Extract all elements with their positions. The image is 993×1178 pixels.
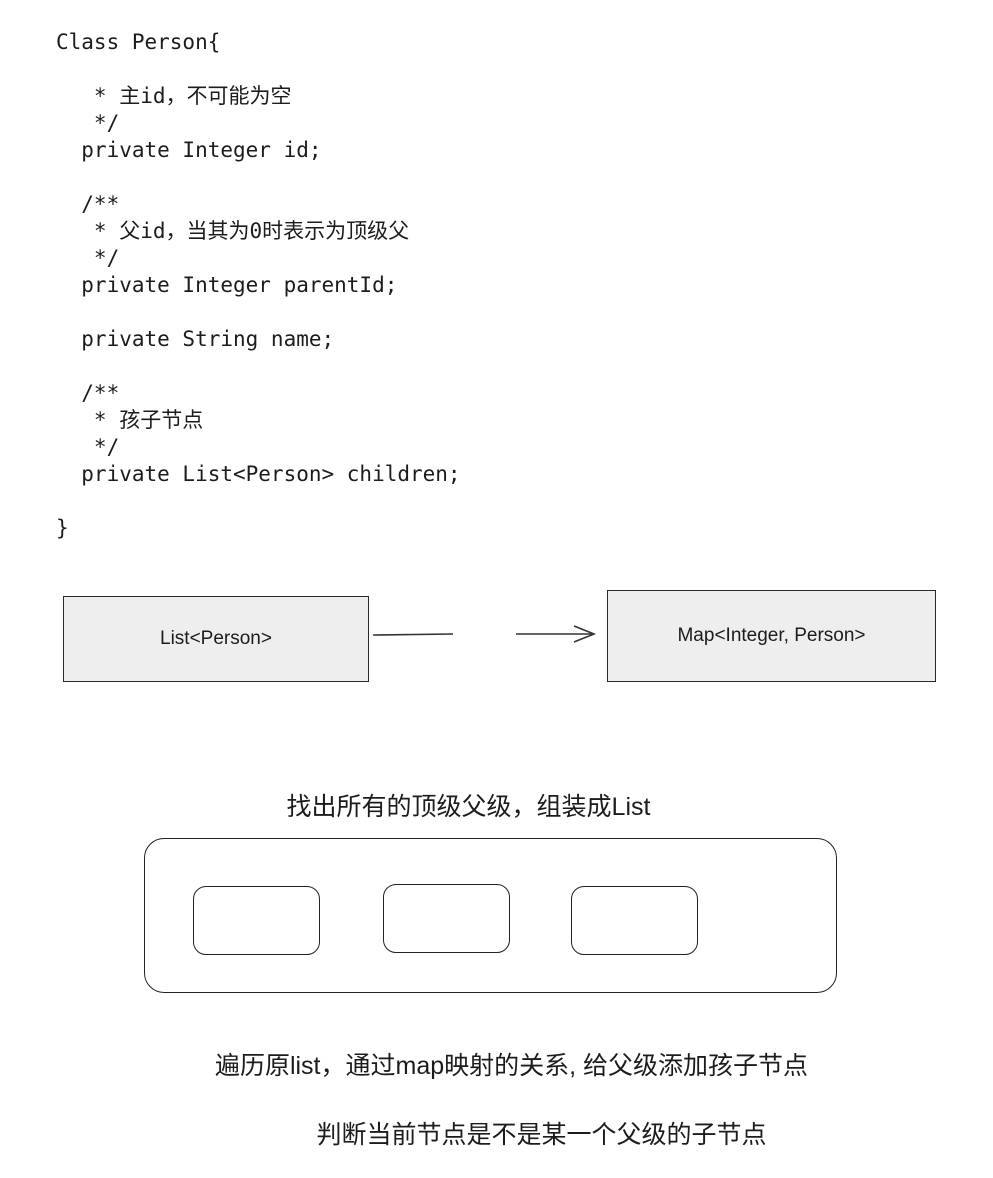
map-integer-person-label: Map<Integer, Person> bbox=[677, 625, 866, 646]
code-line: */ bbox=[56, 246, 120, 270]
connector-line-left bbox=[372, 633, 454, 636]
code-line: private Integer id; bbox=[56, 138, 322, 162]
top-parent-item bbox=[383, 884, 510, 953]
map-integer-person-box: Map<Integer, Person> bbox=[607, 590, 936, 682]
code-line: } bbox=[56, 516, 69, 540]
code-line: /** bbox=[56, 381, 120, 405]
top-parents-list-container bbox=[144, 838, 837, 993]
code-line: */ bbox=[56, 111, 120, 135]
arrowhead bbox=[573, 625, 597, 643]
top-parent-item bbox=[193, 886, 320, 955]
code-line: private String name; bbox=[56, 327, 335, 351]
code-line: * 孩子节点 bbox=[56, 408, 204, 432]
list-person-label: List<Person> bbox=[160, 628, 272, 649]
step-check-child-node: 判断当前节点是不是某一个父级的子节点 bbox=[316, 1121, 767, 1149]
code-line: * 主id，不可能为空 bbox=[56, 84, 292, 108]
top-parent-item bbox=[571, 886, 698, 955]
code-line: */ bbox=[56, 435, 120, 459]
list-person-box: List<Person> bbox=[63, 596, 369, 682]
code-line: /** bbox=[56, 192, 120, 216]
step-traverse-list: 遍历原list，通过map映射的关系, 给父级添加孩子节点 bbox=[214, 1052, 809, 1080]
code-line: Class Person{ bbox=[56, 30, 221, 54]
person-class-code: Class Person{ * 主id，不可能为空 */ private Int… bbox=[56, 29, 461, 542]
code-line: private List<Person> children; bbox=[56, 462, 461, 486]
code-line: * 父id，当其为0时表示为顶级父 bbox=[56, 219, 410, 243]
step-find-top-parents: 找出所有的顶级父级，组装成List bbox=[286, 793, 651, 821]
code-line: private Integer parentId; bbox=[56, 273, 398, 297]
